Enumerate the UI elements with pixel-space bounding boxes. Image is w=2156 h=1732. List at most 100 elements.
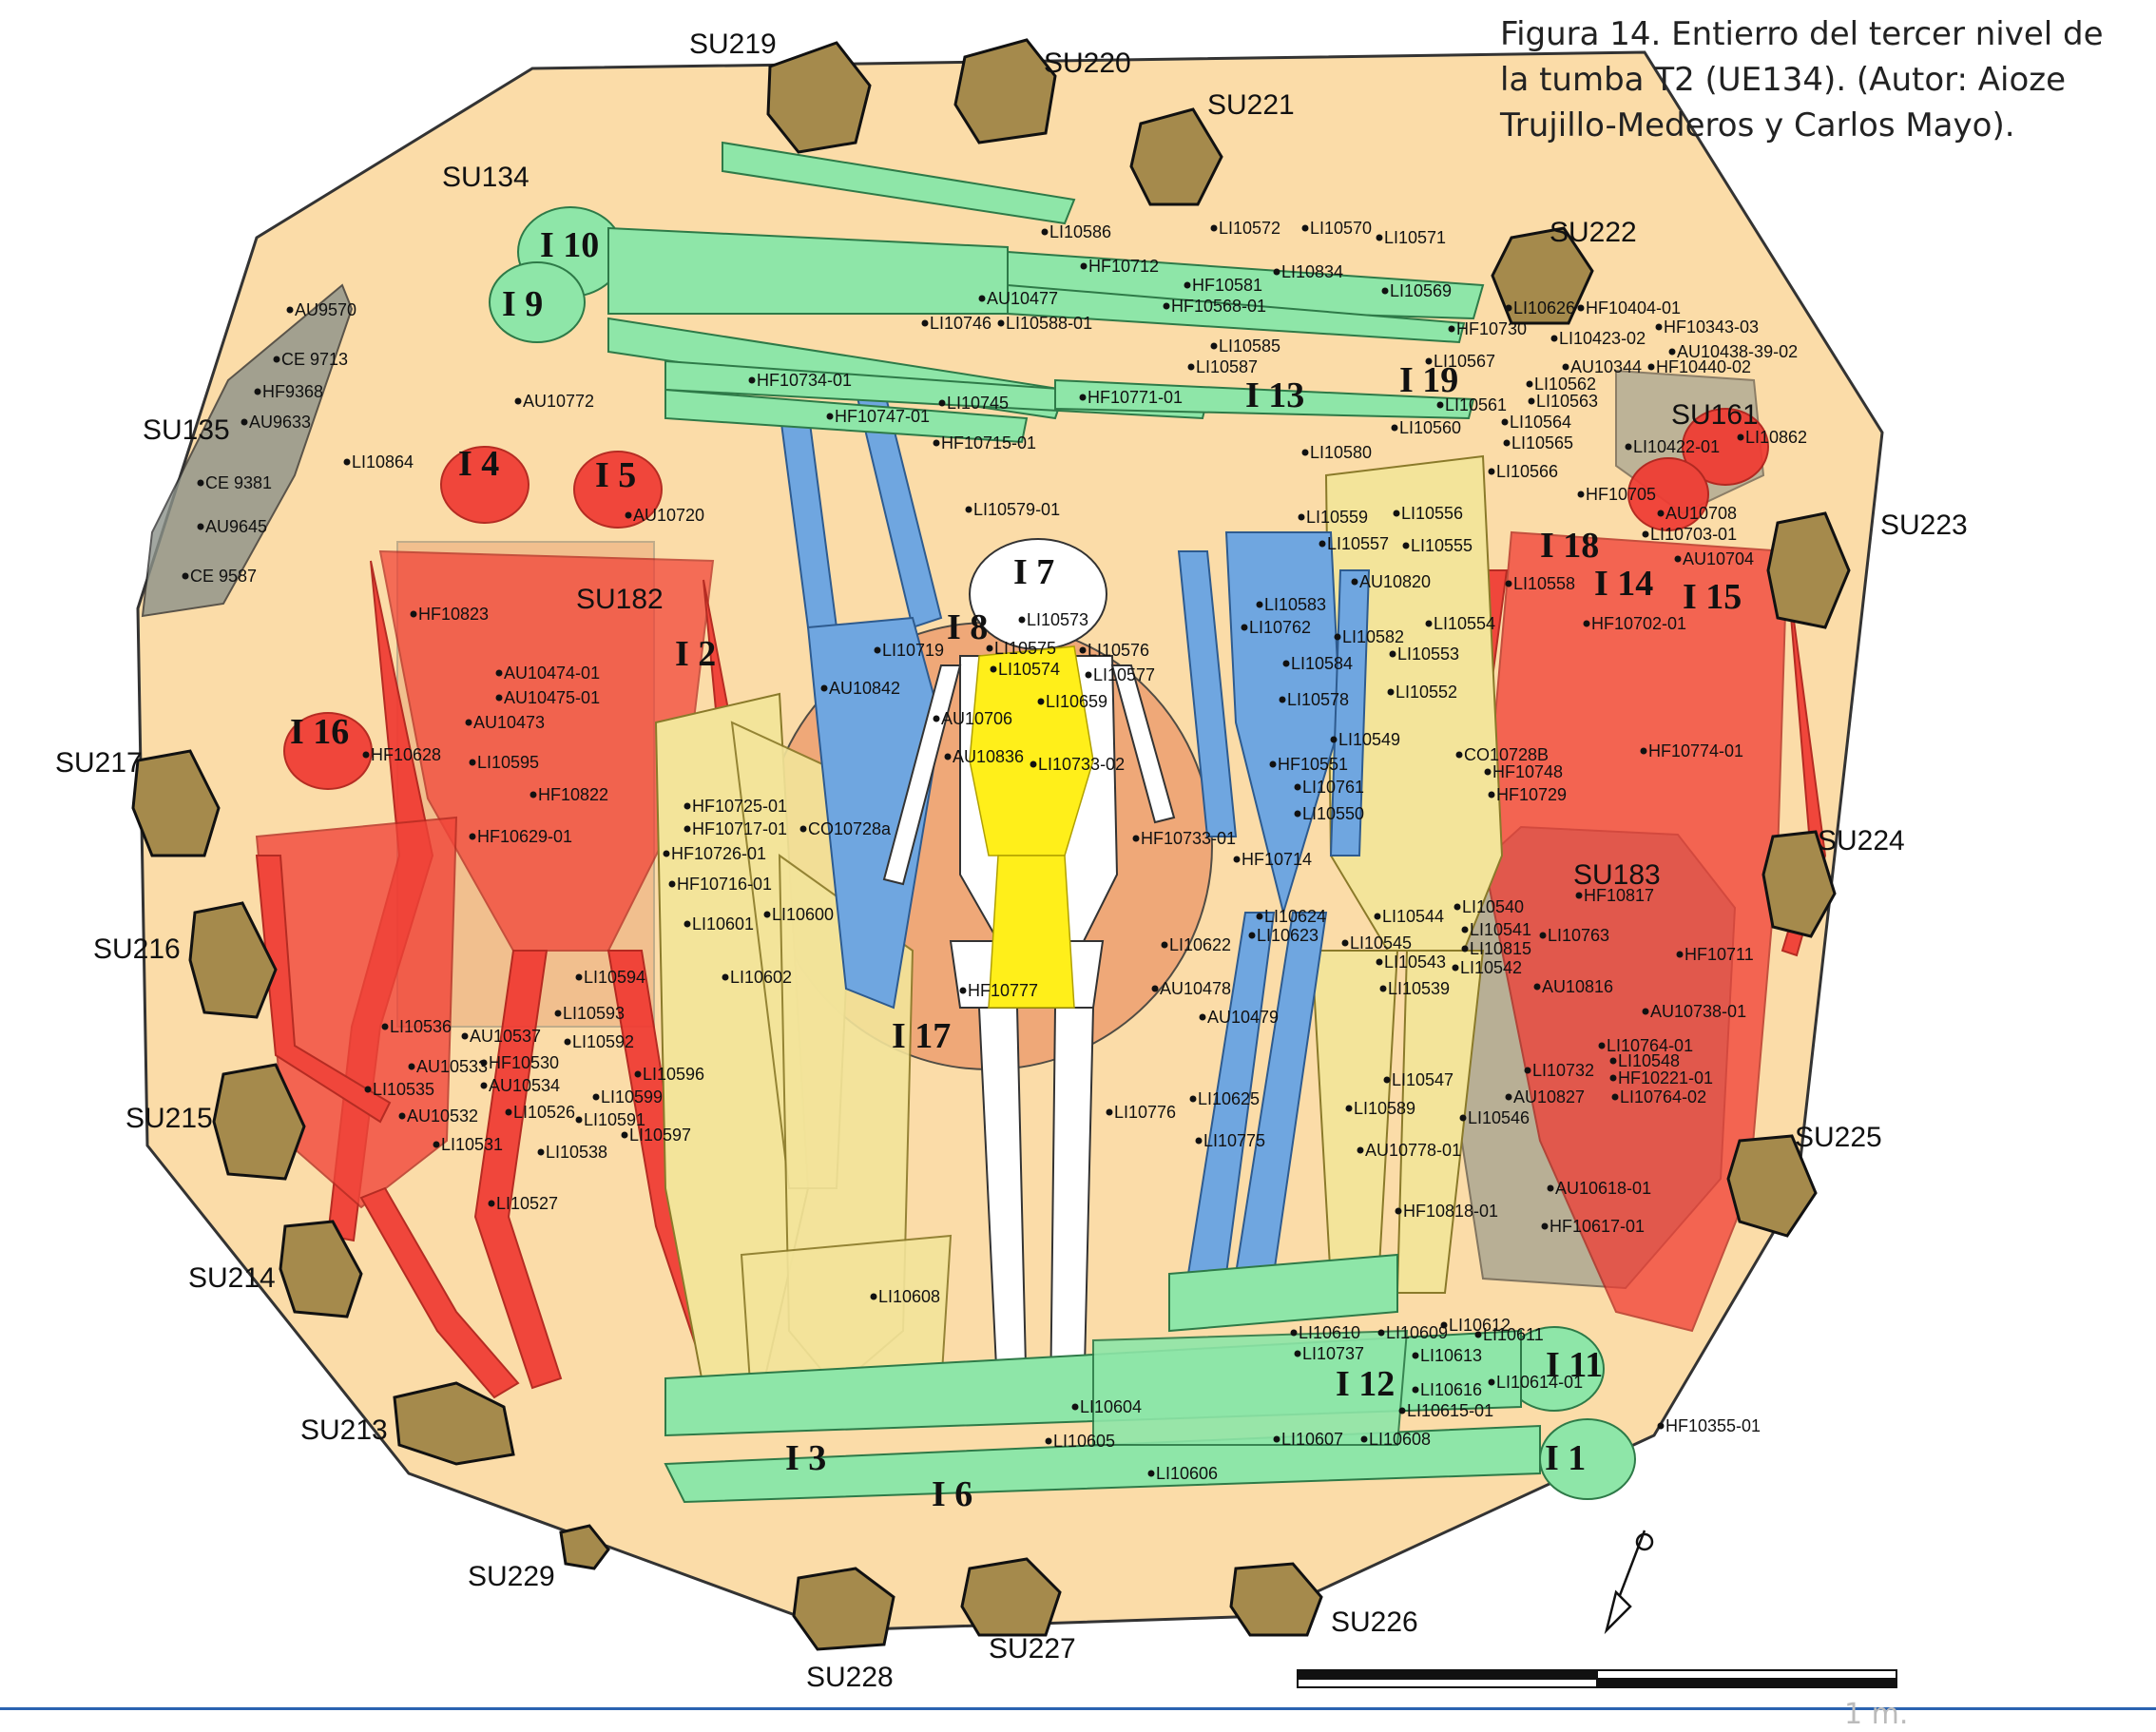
find-dot (1461, 945, 1469, 953)
individual-label: I 4 (458, 444, 499, 484)
find-dot (1640, 747, 1647, 755)
find-dot (1674, 555, 1682, 563)
find-label: LI10573 (1027, 610, 1088, 629)
find-label: LI10545 (1350, 933, 1412, 953)
individual-label: I 14 (1594, 564, 1653, 604)
find-label: LI10862 (1745, 428, 1807, 447)
find-dot (398, 1112, 406, 1120)
find-dot (668, 880, 676, 888)
find-dot (1379, 985, 1387, 992)
yellow-skeleton-i8 (969, 645, 1094, 1009)
find-label: HF10748 (1492, 762, 1563, 781)
find-dot (959, 987, 967, 994)
find-label: LI10536 (390, 1017, 452, 1036)
individual-label: I 18 (1540, 526, 1599, 566)
find-dot (273, 356, 280, 363)
find-dot (997, 319, 1005, 327)
find-dot (1341, 939, 1349, 947)
green-skeletons-top (489, 141, 1485, 444)
find-dot (469, 759, 476, 766)
find-label: HF10777 (968, 981, 1038, 1000)
find-label: LI10611 (1483, 1325, 1544, 1344)
find-label: HF9368 (262, 382, 323, 401)
find-label: AU10533 (416, 1057, 488, 1076)
find-label: LI10608 (1369, 1430, 1431, 1449)
find-dot (1461, 926, 1469, 933)
find-label: LI10572 (1219, 219, 1280, 238)
find-dot (1642, 1008, 1649, 1015)
find-dot (1018, 616, 1026, 624)
find-label: HF10818-01 (1403, 1202, 1498, 1221)
find-dot (722, 973, 729, 981)
find-dot (529, 791, 537, 799)
find-label: HF10774-01 (1648, 741, 1743, 760)
caption-line: la tumba T2 (UE134). (Autor: Aioze (1500, 61, 2067, 99)
find-label: AU9570 (295, 300, 356, 319)
find-label: LI10616 (1420, 1380, 1482, 1399)
find-dot (1294, 783, 1301, 791)
find-label: LI10626 (1513, 298, 1575, 318)
find-dot (1583, 620, 1590, 627)
find-dot (241, 418, 248, 426)
find-label: LI10610 (1299, 1323, 1360, 1342)
find-label: LI10834 (1281, 262, 1343, 281)
find-label: LI10560 (1399, 418, 1461, 437)
figure-caption: Figura 14. Entierro del tercer nivel de … (1500, 11, 2127, 148)
find-dot (1524, 1067, 1531, 1074)
find-label: LI10733-02 (1038, 755, 1125, 774)
find-label: HF10404-01 (1586, 298, 1681, 318)
find-label: HF10717-01 (692, 819, 787, 838)
find-label: LI10625 (1198, 1089, 1260, 1108)
find-label: LI10550 (1302, 804, 1364, 823)
unit-label: SU215 (125, 1103, 213, 1134)
find-label: HF10711 (1684, 945, 1754, 964)
find-dot (410, 610, 417, 618)
find-label: LI10589 (1354, 1099, 1415, 1118)
find-label: LI10596 (643, 1065, 704, 1084)
individual-label: I 3 (785, 1438, 826, 1478)
find-label: LI10608 (878, 1287, 940, 1306)
find-label: HF10440-02 (1656, 357, 1751, 376)
find-label: LI10579-01 (973, 500, 1060, 519)
unit-label: SU183 (1573, 859, 1661, 891)
find-label: LI10761 (1302, 778, 1364, 797)
find-label: LI10565 (1511, 433, 1573, 452)
find-dot (1330, 736, 1338, 743)
find-dot (1334, 633, 1341, 641)
find-dot (799, 825, 807, 833)
find-label: LI10540 (1462, 897, 1524, 916)
find-label: LI10552 (1396, 683, 1457, 702)
find-dot (1290, 1329, 1298, 1337)
find-label: LI10600 (772, 905, 834, 924)
find-dot (1184, 281, 1191, 289)
find-dot (1279, 696, 1286, 703)
individual-label: I 12 (1336, 1364, 1395, 1404)
find-label: AU10438-39-02 (1677, 342, 1798, 361)
find-label: HF10747-01 (835, 407, 930, 426)
find-label: AU10836 (953, 747, 1024, 766)
find-dot (1376, 234, 1383, 241)
find-dot (938, 399, 946, 407)
find-dot (1345, 1105, 1353, 1112)
find-dot (1625, 443, 1632, 451)
find-label: LI10614-01 (1496, 1373, 1583, 1392)
find-dot (1395, 1207, 1402, 1215)
find-label: LI10546 (1468, 1108, 1530, 1127)
unit-label: SU221 (1207, 89, 1295, 121)
find-label: LI10615-01 (1407, 1401, 1493, 1420)
find-label: LI10531 (441, 1135, 503, 1154)
find-dot (1273, 1435, 1280, 1443)
find-dot (933, 439, 940, 447)
find-dot (1294, 1350, 1301, 1357)
find-label: HF10702-01 (1591, 614, 1686, 633)
unit-label: SU224 (1818, 825, 1905, 856)
find-dot (495, 694, 503, 702)
find-dot (254, 388, 261, 395)
find-label: HF10551 (1278, 755, 1348, 774)
find-label: LI10594 (584, 968, 645, 987)
find-label: LI10622 (1169, 935, 1231, 954)
find-dot (1440, 1321, 1448, 1329)
find-dot (1106, 1108, 1113, 1116)
find-label: HF10823 (418, 605, 489, 624)
